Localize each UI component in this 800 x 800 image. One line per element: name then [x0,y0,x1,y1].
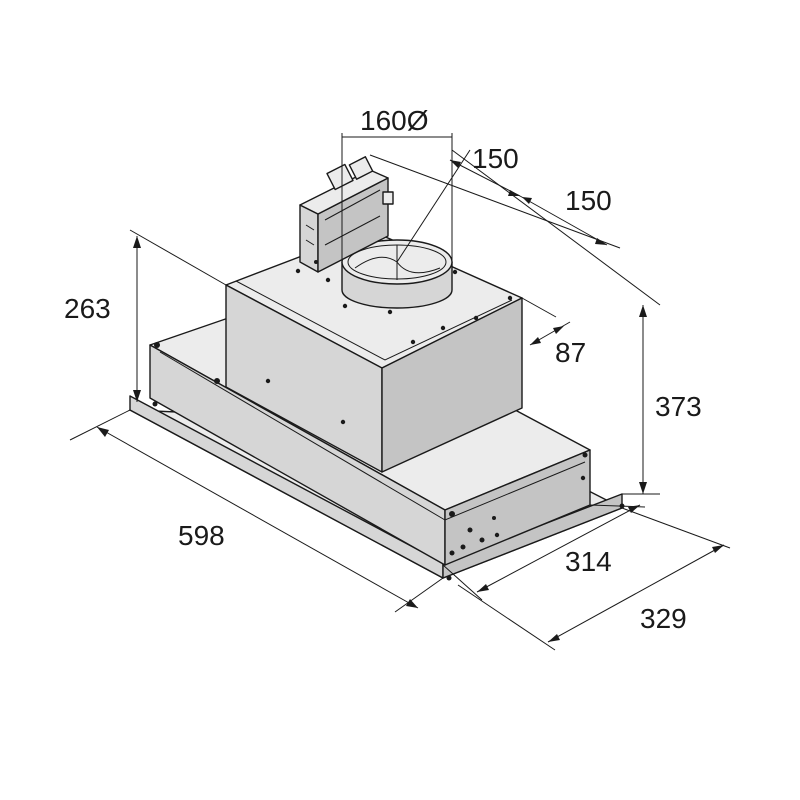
dim-outlet-offset-a-label: 150 [472,143,519,174]
dim-width: 598 [69,409,444,613]
dim-total-depth: 329 [457,507,731,651]
dim-total-height: 373 [451,149,702,495]
dim-outlet-offset-c: 87 [521,297,586,368]
dim-outlet-offset-c-label: 87 [555,337,586,368]
dim-body-depth: 314 [442,504,646,601]
dim-body-height-label: 263 [64,293,111,324]
dim-total-depth-label: 329 [640,603,687,634]
electrical-junction-box [299,156,394,273]
dim-body-depth-label: 314 [565,546,612,577]
dim-body-height: 263 [64,229,227,402]
dim-outlet-diameter-label: 160Ø [360,105,429,136]
dim-width-label: 598 [178,520,225,551]
dim-total-height-label: 373 [655,391,702,422]
upper-housing-side [381,297,523,473]
dim-outlet-diameter: 160Ø [341,105,453,262]
dim-outlet-offset-b-label: 150 [565,185,612,216]
